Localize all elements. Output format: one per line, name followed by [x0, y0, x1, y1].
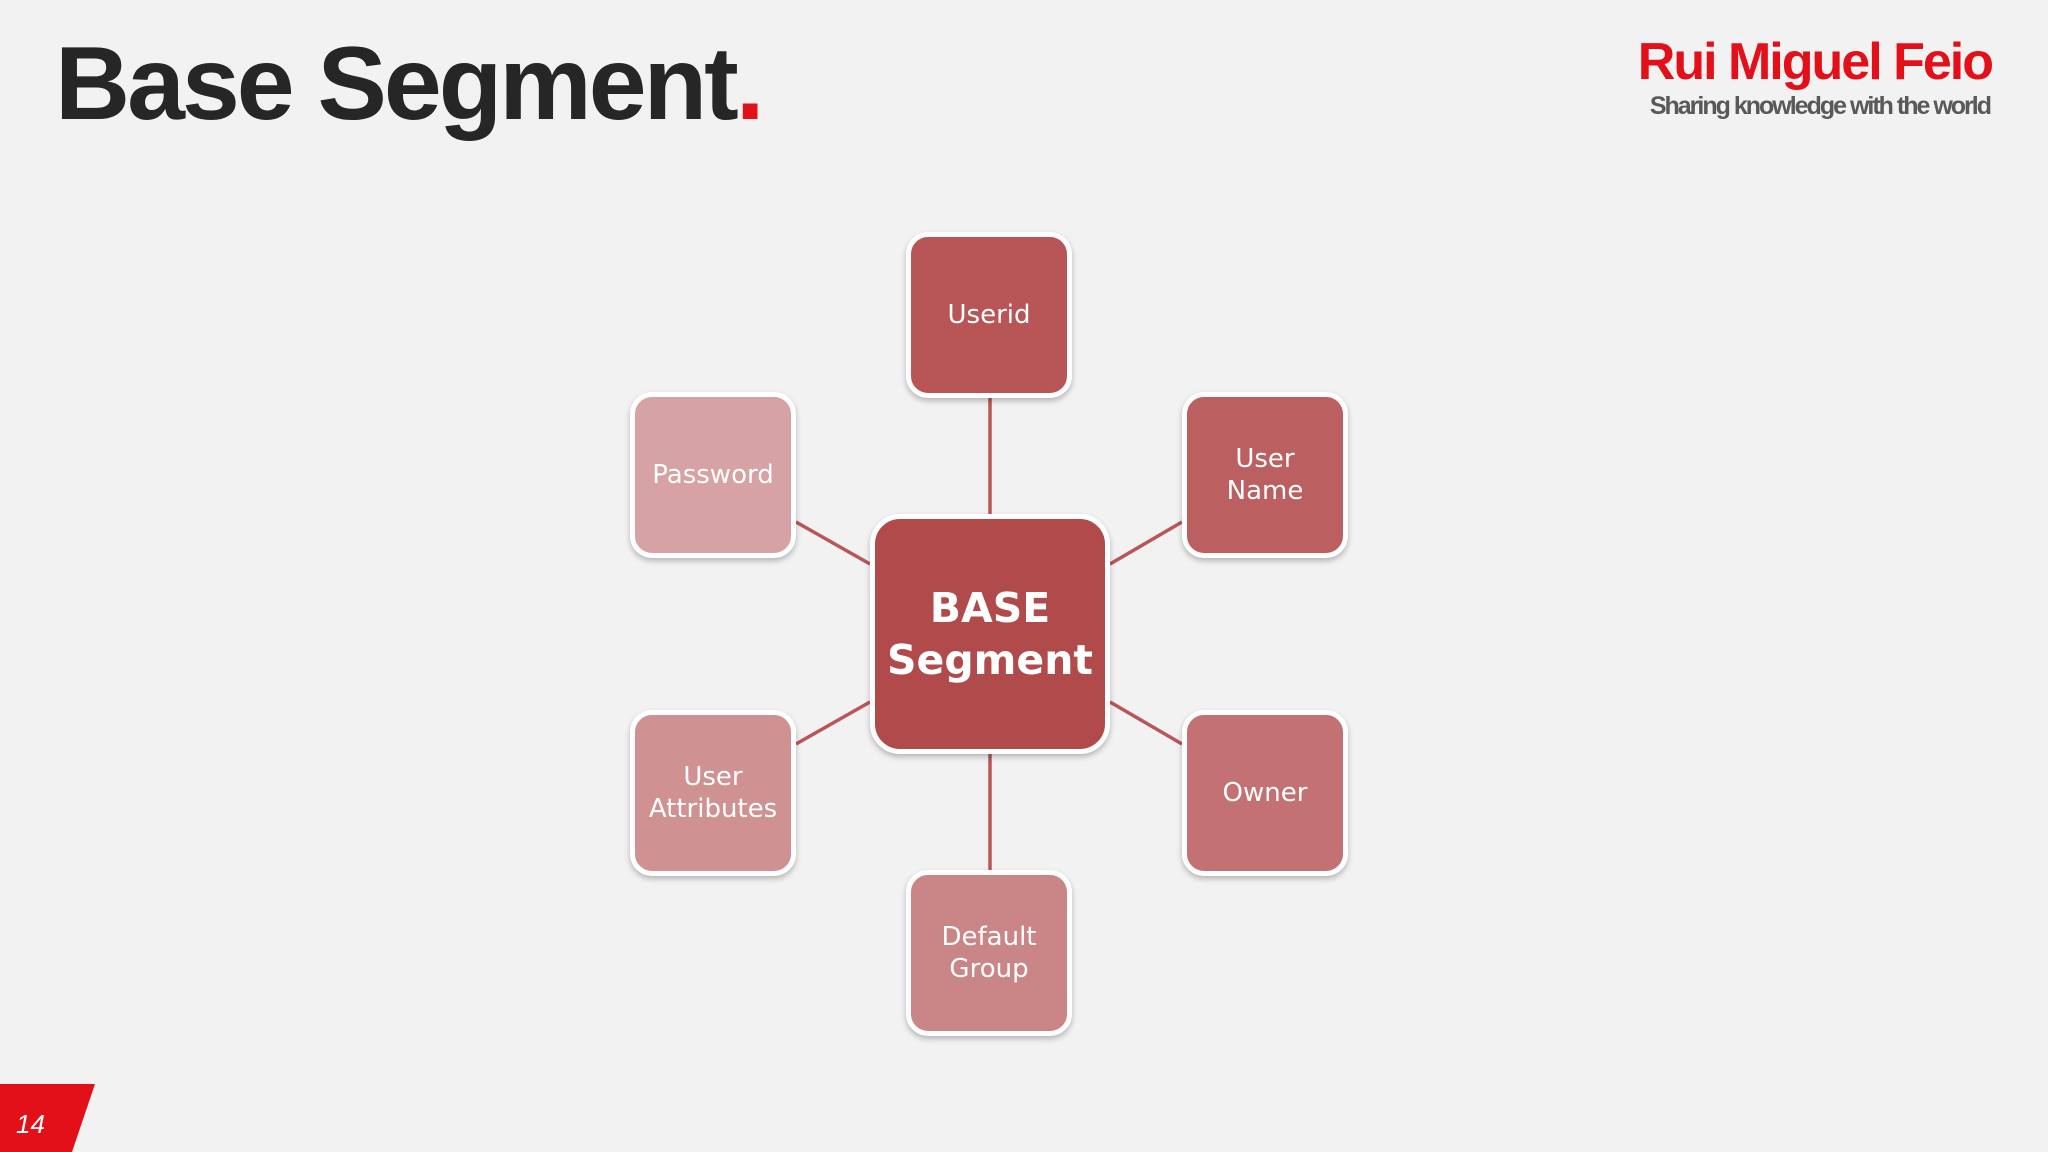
- connector-password: [795, 520, 871, 566]
- page-title-text: Base Segment: [55, 26, 739, 142]
- page-number-tab: [0, 1084, 95, 1152]
- brand-tagline: Sharing knowledge with the world: [1649, 92, 1992, 121]
- node-user-name: User Name: [1182, 392, 1348, 558]
- title-accent-dot: .: [735, 26, 765, 142]
- node-label: User Name: [1226, 443, 1304, 507]
- page-number: 14: [16, 1109, 45, 1139]
- node-label: Owner: [1222, 777, 1308, 808]
- page-title: Base Segment.: [55, 22, 765, 147]
- brand-logo: Rui Miguel Feio Sharing knowledge with t…: [1612, 33, 1994, 121]
- center-node-label: BASE Segment: [886, 583, 1093, 684]
- node-userid: Userid: [906, 232, 1072, 398]
- node-default-group: Default Group: [906, 870, 1072, 1036]
- node-label: Default Group: [941, 921, 1037, 985]
- node-password: Password: [630, 392, 796, 558]
- center-node-base-segment: BASE Segment: [870, 514, 1110, 754]
- node-label: Userid: [947, 299, 1031, 330]
- node-label: Password: [652, 459, 774, 490]
- connector-user-name: [1109, 520, 1183, 566]
- node-user-attributes: User Attributes: [630, 710, 796, 876]
- connector-owner: [1109, 700, 1183, 746]
- brand-name: Rui Miguel Feio: [1637, 33, 1994, 91]
- connector-user-attributes: [795, 700, 871, 746]
- node-owner: Owner: [1182, 710, 1348, 876]
- node-label: User Attributes: [648, 761, 778, 825]
